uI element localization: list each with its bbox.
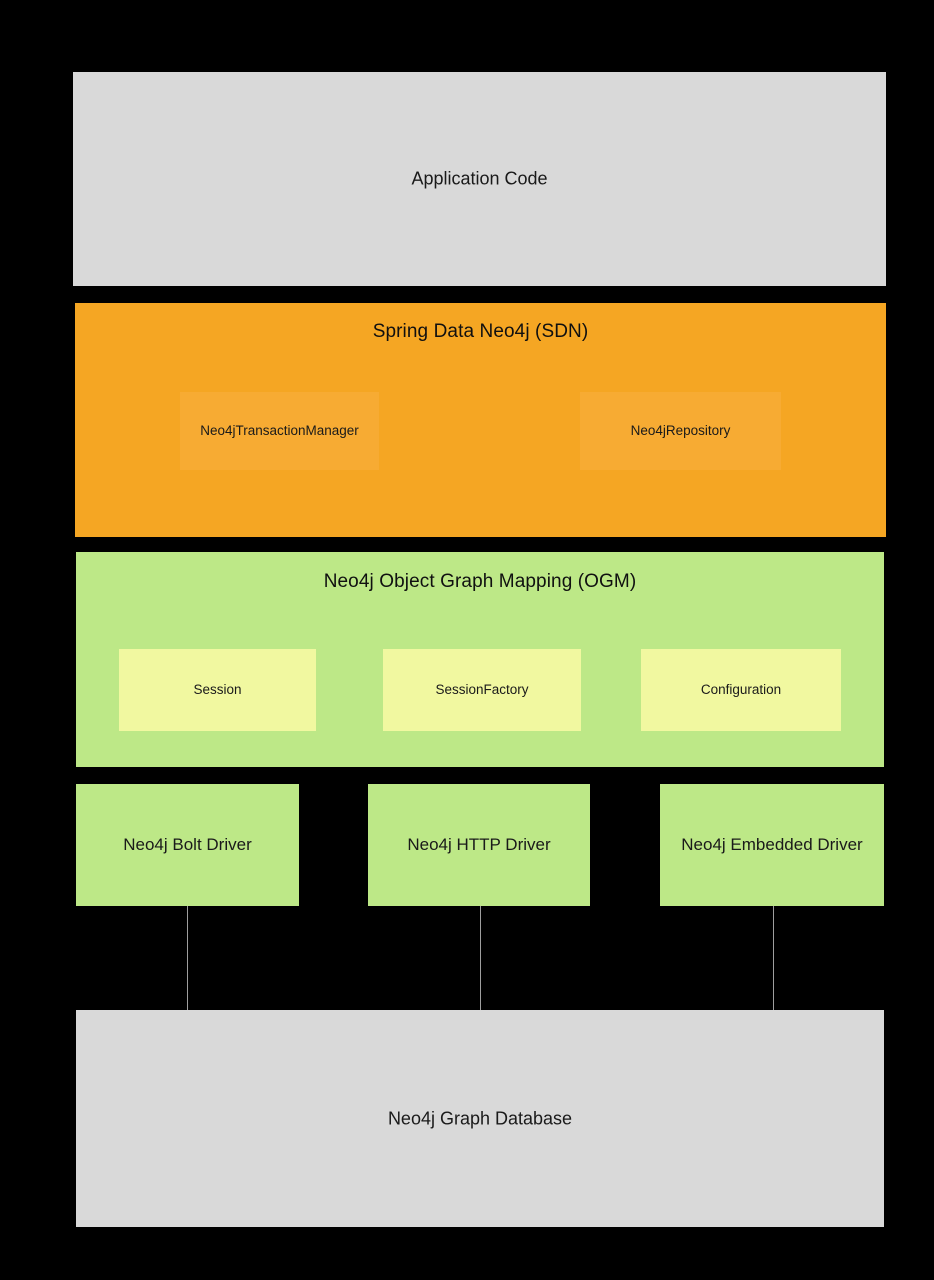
layer-application-code[interactable]: Application Code [73,72,886,286]
driver-neo4j-http[interactable]: Neo4j HTTP Driver [368,784,590,906]
layer-neo4j-ogm[interactable]: Neo4j Object Graph Mapping (OGM) Session… [76,552,884,767]
connector-http-to-database [480,906,481,1010]
driver-neo4j-embedded[interactable]: Neo4j Embedded Driver [660,784,884,906]
component-neo4j-transaction-manager[interactable]: Neo4jTransactionManager [180,392,379,470]
component-configuration[interactable]: Configuration [641,649,841,731]
component-neo4j-transaction-manager-label: Neo4jTransactionManager [200,423,359,439]
component-configuration-label: Configuration [700,682,782,698]
component-session-factory-label: SessionFactory [435,682,529,698]
component-neo4j-repository[interactable]: Neo4jRepository [580,392,781,470]
neo4j-ogm-title: Neo4j Object Graph Mapping (OGM) [323,571,637,592]
spring-data-neo4j-title: Spring Data Neo4j (SDN) [372,321,589,342]
connector-embedded-to-database [773,906,774,1010]
component-session-factory[interactable]: SessionFactory [383,649,581,731]
layer-neo4j-graph-database[interactable]: Neo4j Graph Database [76,1010,884,1227]
neo4j-graph-database-label: Neo4j Graph Database [387,1108,573,1129]
driver-neo4j-http-label: Neo4j HTTP Driver [407,835,551,855]
layer-spring-data-neo4j[interactable]: Spring Data Neo4j (SDN) Neo4jTransaction… [75,303,886,537]
driver-neo4j-bolt-label: Neo4j Bolt Driver [123,835,252,855]
driver-neo4j-bolt[interactable]: Neo4j Bolt Driver [76,784,299,906]
driver-neo4j-embedded-label: Neo4j Embedded Driver [681,835,863,855]
connector-bolt-to-database [187,906,188,1010]
component-session[interactable]: Session [119,649,316,731]
application-code-label: Application Code [411,168,548,189]
component-session-label: Session [193,682,242,698]
component-neo4j-repository-label: Neo4jRepository [630,423,731,439]
